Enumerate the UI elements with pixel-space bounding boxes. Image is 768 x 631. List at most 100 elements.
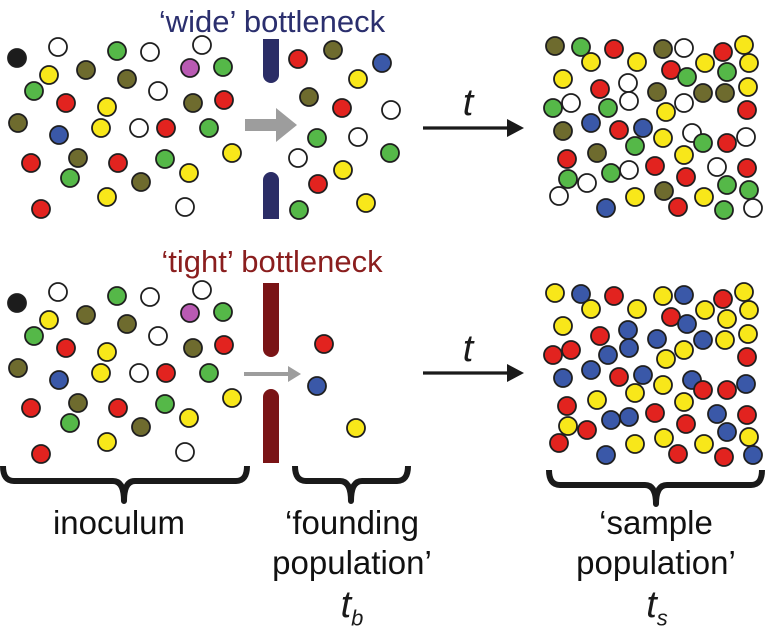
inoculum-dot bbox=[192, 280, 212, 300]
inoculum-dot bbox=[48, 37, 68, 57]
inoculum-dot bbox=[97, 342, 117, 362]
inoculum-dot bbox=[39, 310, 59, 330]
tight-sample-dot bbox=[707, 404, 727, 424]
tight-bottleneck-title: ‘tight’ bottleneck bbox=[161, 244, 383, 279]
wide-founding-dot bbox=[332, 98, 352, 118]
time-subscript-b: b bbox=[351, 605, 364, 631]
wide-founding-dot bbox=[288, 49, 308, 69]
tight-sample-dot bbox=[653, 286, 673, 306]
inoculum-dot bbox=[108, 398, 128, 418]
inoculum-dot bbox=[129, 363, 149, 383]
inoculum-dot bbox=[68, 148, 88, 168]
tight-founding-dot bbox=[346, 418, 366, 438]
tight-sample-dot bbox=[625, 383, 645, 403]
inoculum-dot bbox=[222, 388, 242, 408]
wide-sample-dot bbox=[654, 181, 674, 201]
tight-sample-dot bbox=[693, 380, 713, 400]
tight-sample-dot bbox=[587, 390, 607, 410]
wide-sample-dot bbox=[557, 149, 577, 169]
inoculum-dot bbox=[183, 338, 203, 358]
inoculum-dot bbox=[155, 149, 175, 169]
wide-founding-dot bbox=[307, 128, 327, 148]
wide-sample-dot bbox=[676, 167, 696, 187]
inoculum-dot bbox=[97, 187, 117, 207]
wide-sample-dot bbox=[717, 175, 737, 195]
inoculum-dot bbox=[76, 60, 96, 80]
inoculum-dot bbox=[97, 97, 117, 117]
inoculum-dot bbox=[214, 90, 234, 110]
wide-sample-dot bbox=[668, 197, 688, 217]
tight-bottleneck-bar-bottom bbox=[263, 455, 279, 463]
tight-sample-dot bbox=[695, 300, 715, 320]
inoculum-brace bbox=[0, 465, 250, 504]
inoculum-dot bbox=[60, 413, 80, 433]
tight-sample-dot bbox=[654, 428, 674, 448]
sample-time-label: ts bbox=[646, 584, 668, 629]
wide-bottleneck-bar-bottom bbox=[263, 211, 279, 219]
inoculum-dot bbox=[56, 338, 76, 358]
sample-caption-line2: population’ bbox=[576, 544, 736, 582]
wide-bottleneck-bar-top bbox=[263, 39, 279, 47]
tight-sample-dot bbox=[734, 282, 754, 302]
time-variable: t bbox=[340, 584, 352, 626]
wide-founding-dot bbox=[333, 160, 353, 180]
wide-sample-dot bbox=[674, 38, 694, 58]
inoculum-dot bbox=[56, 93, 76, 113]
inoculum-dot bbox=[156, 118, 176, 138]
inoculum-dot bbox=[91, 118, 111, 138]
wide-sample-dot bbox=[737, 100, 757, 120]
tight-sample-dot bbox=[736, 374, 756, 394]
inoculum-dot bbox=[49, 125, 69, 145]
wide-bottleneck-bar-top bbox=[263, 39, 279, 83]
tight-sample-dot bbox=[656, 349, 676, 369]
tight-sample-dot bbox=[604, 286, 624, 306]
wide-sample-dot bbox=[590, 79, 610, 99]
wide-sample-dot bbox=[558, 169, 578, 189]
wide-sample-dot bbox=[693, 133, 713, 153]
wide-sample-dot bbox=[717, 62, 737, 82]
tight-time-label: t bbox=[463, 328, 474, 371]
tight-sample-dot bbox=[738, 324, 758, 344]
inoculum-dot bbox=[31, 444, 51, 464]
tight-sample-dot bbox=[619, 407, 639, 427]
wide-passage-arrow bbox=[245, 108, 297, 142]
tight-sample-dot bbox=[714, 447, 734, 467]
wide-sample-dot bbox=[619, 91, 639, 111]
wide-sample-dot bbox=[734, 35, 754, 55]
wide-sample-dot bbox=[587, 143, 607, 163]
inoculum-dot bbox=[222, 143, 242, 163]
inoculum-dot bbox=[48, 282, 68, 302]
founding-population-caption: ‘founding population’ bbox=[272, 503, 432, 584]
inoculum-dot bbox=[117, 69, 137, 89]
tight-sample-dot bbox=[715, 330, 735, 350]
tight-sample-dot bbox=[743, 445, 763, 465]
inoculum-dot bbox=[107, 41, 127, 61]
inoculum-dot bbox=[107, 286, 127, 306]
wide-sample-dot bbox=[653, 128, 673, 148]
tight-sample-dot bbox=[601, 410, 621, 430]
tight-sample-dot bbox=[737, 405, 757, 425]
wide-sample-dot bbox=[653, 39, 673, 59]
wide-founding-dot bbox=[381, 100, 401, 120]
wide-founding-dot bbox=[289, 200, 309, 220]
tight-sample-dot bbox=[627, 299, 647, 319]
inoculum-dot bbox=[7, 48, 27, 68]
tight-sample-dot bbox=[645, 403, 665, 423]
wide-founding-dot bbox=[299, 87, 319, 107]
tight-bottleneck-bar-top bbox=[263, 283, 279, 357]
inoculum-dot bbox=[131, 417, 151, 437]
wide-sample-dot bbox=[738, 77, 758, 97]
wide-sample-dot bbox=[609, 120, 629, 140]
wide-sample-dot bbox=[543, 98, 563, 118]
inoculum-dot bbox=[24, 326, 44, 346]
time-variable: t bbox=[462, 82, 474, 124]
wide-sample-dot bbox=[577, 173, 597, 193]
inoculum-dot bbox=[179, 408, 199, 428]
founding-caption-line2: population’ bbox=[272, 544, 432, 582]
wide-sample-dot bbox=[596, 198, 616, 218]
wide-time-label: t bbox=[463, 82, 474, 125]
inoculum-dot bbox=[199, 363, 219, 383]
tight-sample-dot bbox=[571, 284, 591, 304]
wide-founding-dot bbox=[323, 40, 343, 60]
wide-sample-dot bbox=[598, 98, 618, 118]
